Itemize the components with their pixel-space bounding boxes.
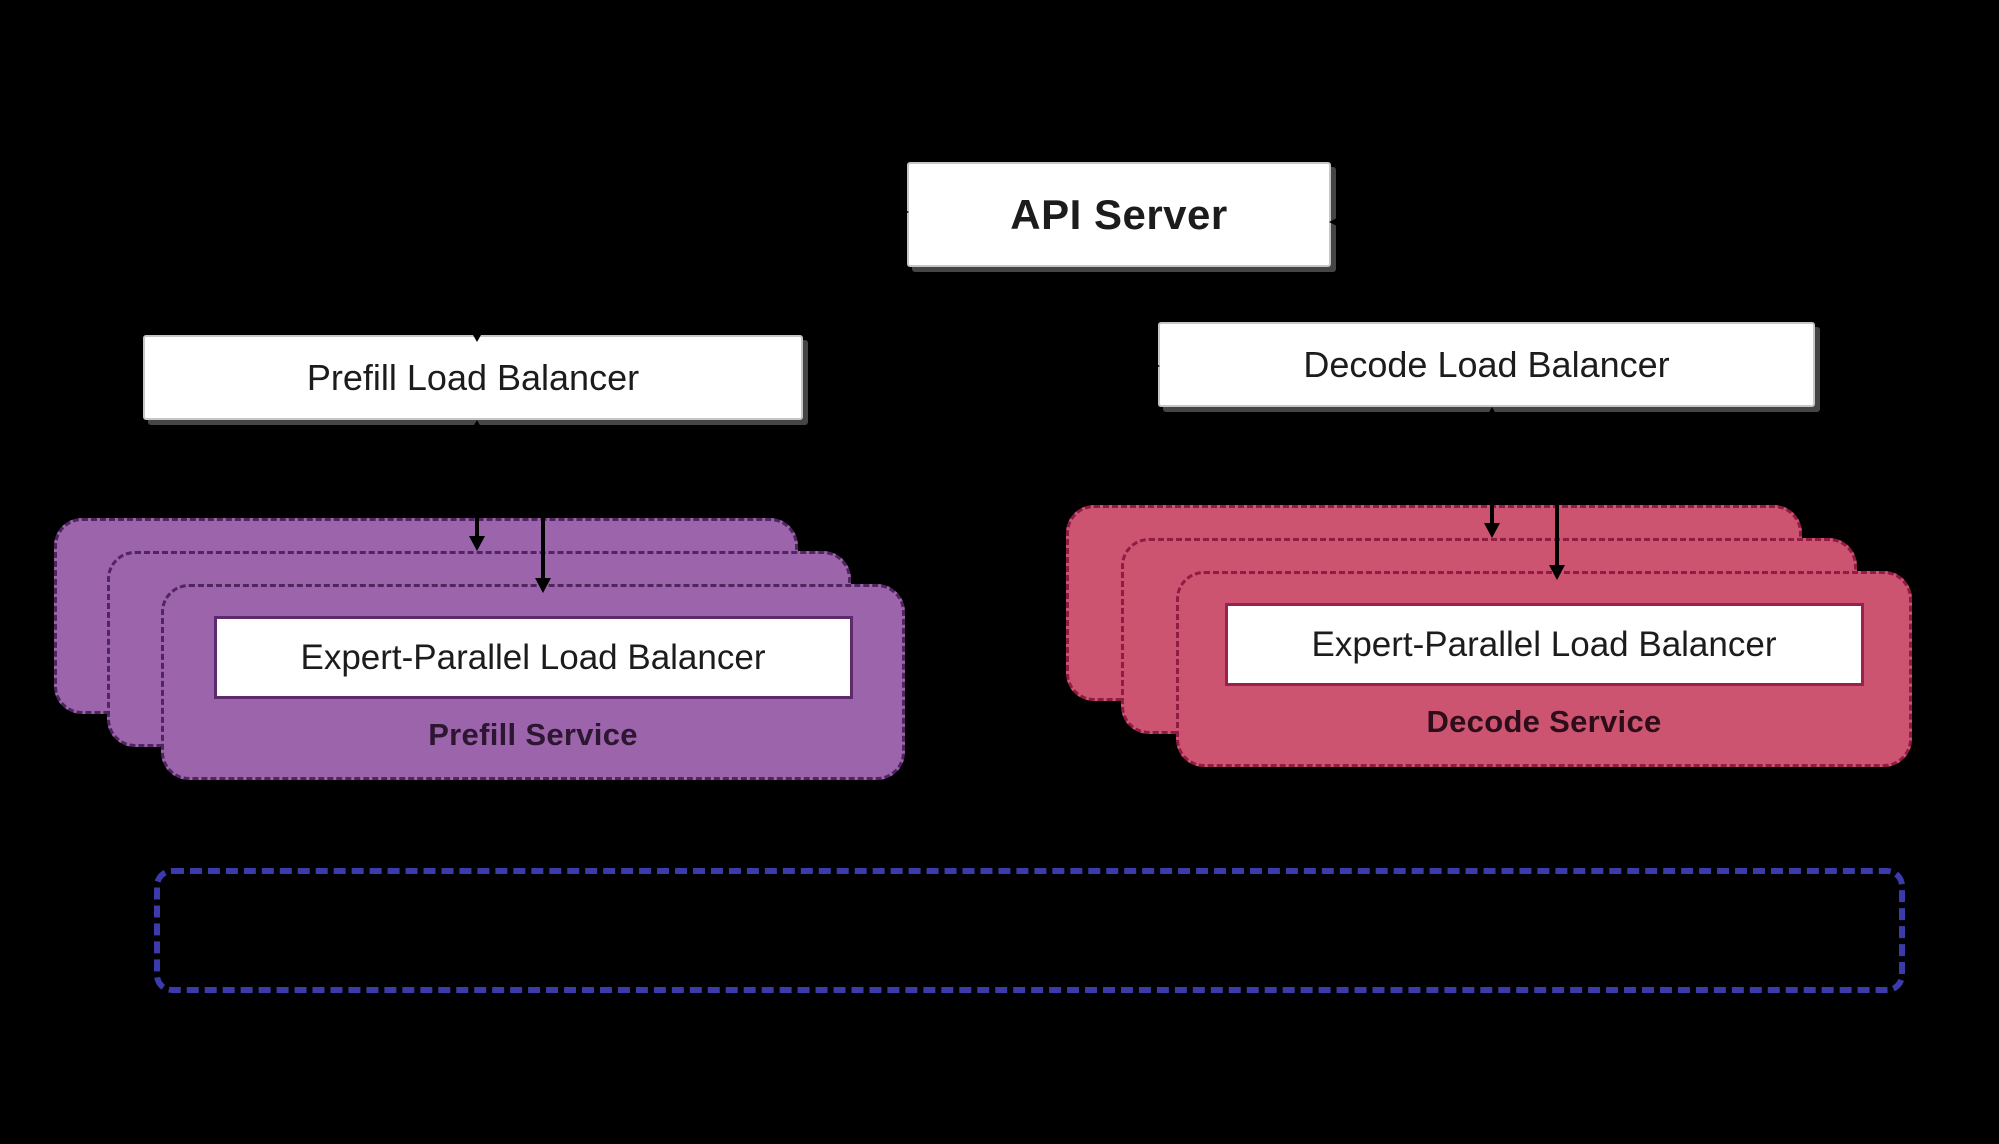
- cluster-boundary-box: [154, 868, 1905, 993]
- prefill-replica-card-front: Expert-Parallel Load Balancer Prefill Se…: [161, 584, 905, 780]
- prefill-load-balancer-node: Prefill Load Balancer: [143, 335, 803, 420]
- decode-load-balancer-node: Decode Load Balancer: [1158, 322, 1815, 407]
- prefill-expert-parallel-lb-box: Expert-Parallel Load Balancer: [213, 616, 853, 699]
- prefill-load-balancer-label: Prefill Load Balancer: [306, 356, 640, 398]
- decode-expert-parallel-lb-label: Expert-Parallel Load Balancer: [1311, 624, 1777, 664]
- prefill-service-label: Prefill Service: [428, 717, 638, 752]
- arrowhead-into-api-right: [1329, 214, 1345, 230]
- prefill-expert-parallel-lb-label: Expert-Parallel Load Balancer: [300, 637, 766, 677]
- decode-service-label: Decode Service: [1426, 704, 1662, 739]
- api-server-label: API Server: [1010, 190, 1228, 238]
- arrowhead-prefill-stack-to-lb: [469, 420, 485, 434]
- decode-replica-card-front: Expert-Parallel Load Balancer Decode Ser…: [1176, 571, 1912, 767]
- api-server-node: API Server: [907, 162, 1331, 267]
- decode-load-balancer-label: Decode Load Balancer: [1303, 343, 1670, 385]
- arrowhead-decode-stack-to-lb: [1484, 407, 1500, 421]
- decode-expert-parallel-lb-box: Expert-Parallel Load Balancer: [1224, 603, 1864, 686]
